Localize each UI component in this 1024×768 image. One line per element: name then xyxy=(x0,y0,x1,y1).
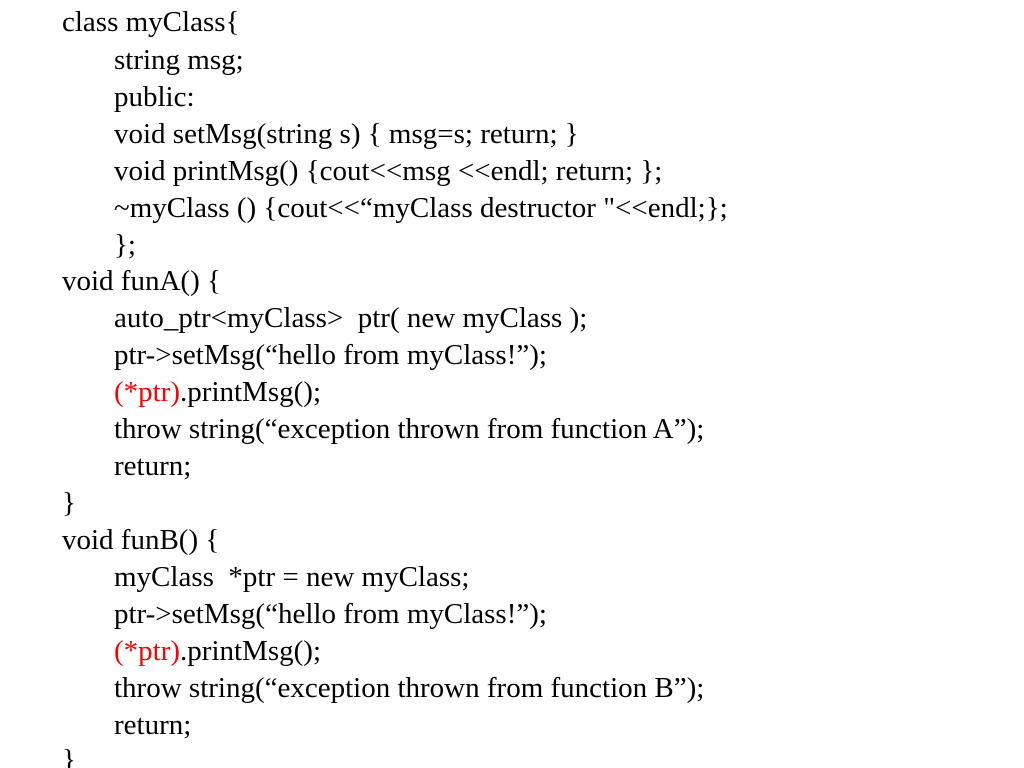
code-line-funb-return: return; xyxy=(114,709,192,741)
deref-highlight: (*ptr) xyxy=(114,376,181,408)
code-line-class-end: }; xyxy=(114,229,136,261)
code-line-funb-set-msg: ptr->setMsg(“hello from myClass!”); xyxy=(114,598,547,630)
code-line-member-msg: string msg; xyxy=(114,44,244,76)
code-line-public: public: xyxy=(114,81,195,113)
code-line-funa-header: void funA() { xyxy=(62,265,221,297)
code-line-funa-return: return; xyxy=(114,450,192,482)
code-line-class-decl: class myClass{ xyxy=(62,6,240,38)
code-line-funb-raw-ptr: myClass *ptr = new myClass; xyxy=(114,561,470,593)
code-line-funb-throw: throw string(“exception thrown from func… xyxy=(114,672,705,704)
code-line-funb-close: } xyxy=(62,744,76,768)
print-call: .printMsg(); xyxy=(180,376,321,408)
code-line-funa-close: } xyxy=(62,487,76,519)
code-line-set-msg: void setMsg(string s) { msg=s; return; } xyxy=(114,118,579,150)
deref-highlight: (*ptr) xyxy=(114,635,181,667)
print-call: .printMsg(); xyxy=(180,635,321,667)
code-line-funa-throw: throw string(“exception thrown from func… xyxy=(114,413,705,445)
code-line-funa-print: (*ptr).printMsg(); xyxy=(114,374,321,410)
code-line-funb-header: void funB() { xyxy=(62,524,220,556)
code-line-funa-auto-ptr: auto_ptr<myClass> ptr( new myClass ); xyxy=(114,302,588,334)
code-line-funa-set-msg: ptr->setMsg(“hello from myClass!”); xyxy=(114,339,547,371)
code-line-funb-print: (*ptr).printMsg(); xyxy=(114,633,321,669)
code-line-destructor: ~myClass () {cout<<“myClass destructor "… xyxy=(114,192,728,224)
code-line-print-msg: void printMsg() {cout<<msg <<endl; retur… xyxy=(114,155,663,187)
